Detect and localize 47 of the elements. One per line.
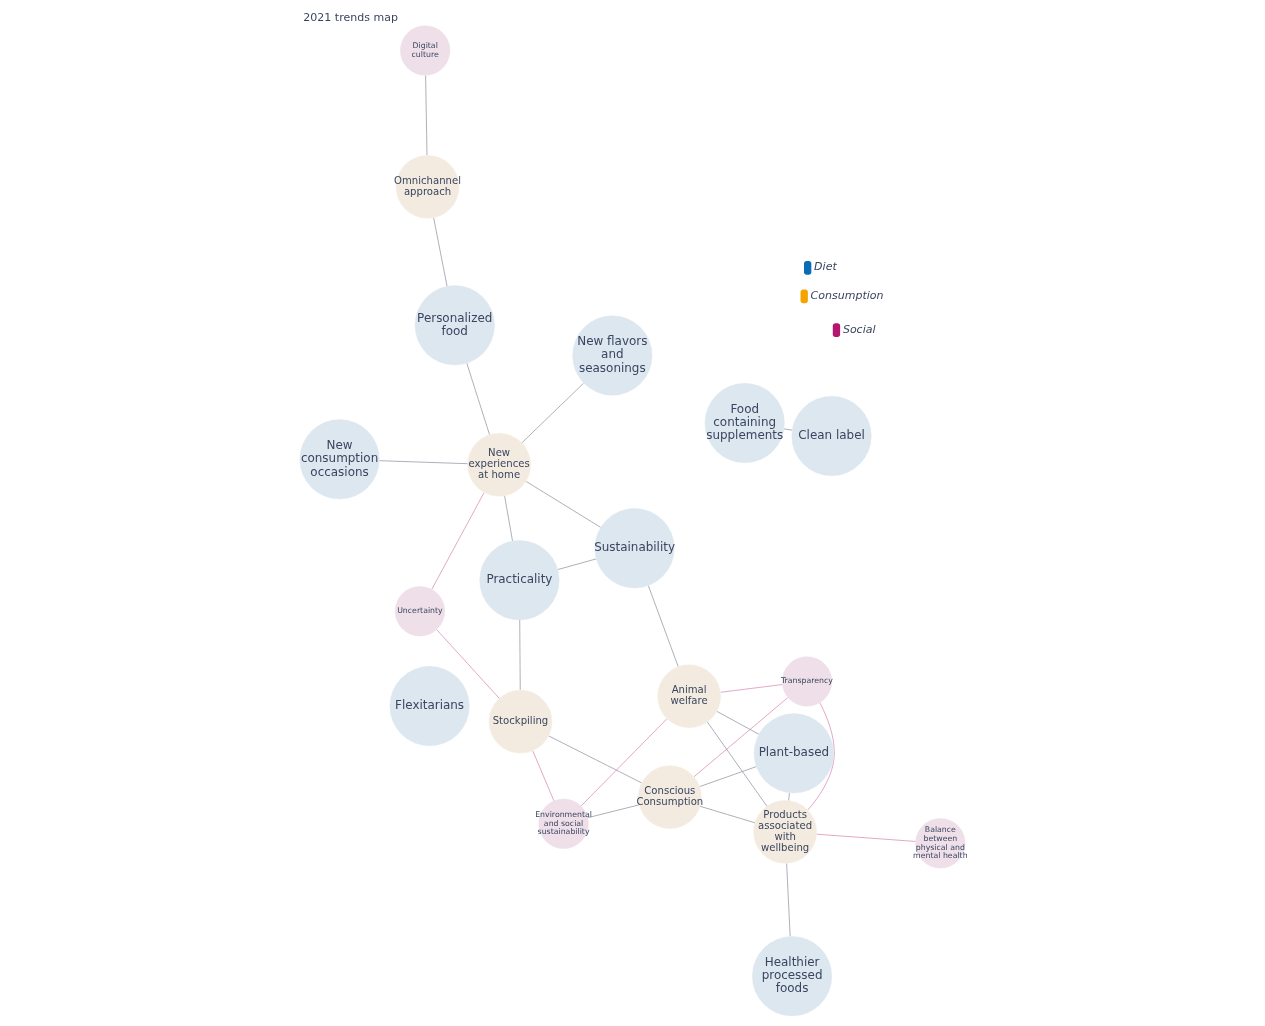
connector bbox=[699, 766, 757, 787]
node-circle: Stockpiling bbox=[488, 689, 553, 754]
connector bbox=[580, 718, 668, 807]
connector bbox=[548, 735, 643, 784]
connector bbox=[532, 750, 555, 802]
connector bbox=[720, 684, 783, 693]
node-circle: New consumption occasions bbox=[299, 419, 380, 500]
connector bbox=[436, 629, 500, 699]
connector bbox=[693, 697, 789, 778]
connector bbox=[557, 558, 597, 570]
node-circle: Practicality bbox=[479, 540, 560, 621]
connector bbox=[433, 217, 448, 287]
node-circle: Personalized food bbox=[414, 285, 495, 366]
connector bbox=[816, 833, 916, 842]
connector bbox=[716, 710, 760, 735]
connector bbox=[707, 721, 768, 807]
node-circle: New experiences at home bbox=[467, 433, 531, 497]
legend-label: Diet bbox=[814, 260, 837, 274]
connector bbox=[425, 75, 428, 156]
legend-label: Consumption bbox=[810, 288, 884, 302]
node-circle: Conscious Consumption bbox=[638, 765, 702, 829]
diagram-title: 2021 trends map bbox=[303, 10, 398, 24]
node-circle: Flexitarians bbox=[389, 666, 470, 747]
connector bbox=[786, 863, 791, 937]
connector bbox=[504, 495, 513, 542]
node-circle: Animal welfare bbox=[657, 664, 721, 728]
node-circle: Food containing supplements bbox=[704, 383, 785, 463]
node-circle: Healthier processed foods bbox=[752, 936, 833, 1017]
connector bbox=[466, 362, 490, 436]
connector bbox=[521, 382, 584, 444]
connector bbox=[699, 805, 756, 824]
connector bbox=[647, 585, 679, 667]
legend-label: Social bbox=[842, 322, 876, 336]
node-circle: Omnichannel approach bbox=[395, 155, 460, 219]
node-circle: Sustainability bbox=[594, 508, 675, 589]
node-circle: Products associated with wellbeing bbox=[753, 800, 817, 864]
connector bbox=[587, 804, 640, 819]
connector bbox=[807, 702, 835, 811]
node-circle: Clean label bbox=[791, 396, 872, 476]
connector bbox=[431, 492, 485, 590]
connector bbox=[788, 792, 790, 801]
connector bbox=[519, 619, 521, 691]
connector bbox=[783, 428, 793, 431]
node-circle: New flavors and seasonings bbox=[572, 315, 653, 396]
connector bbox=[379, 460, 468, 465]
node-circle: Plant-based bbox=[753, 713, 834, 794]
connector bbox=[525, 481, 602, 528]
